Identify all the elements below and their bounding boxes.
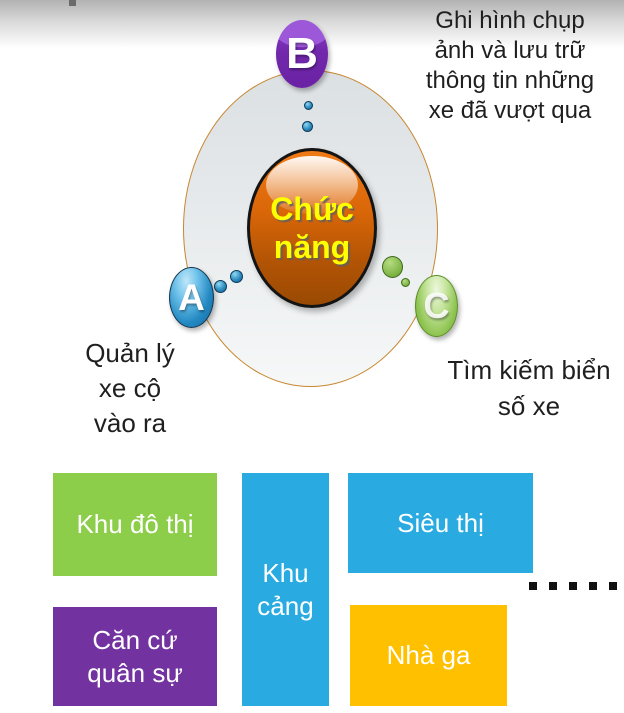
block-nha-ga: Nhà ga bbox=[350, 605, 507, 706]
node-bubble-b: B bbox=[276, 20, 328, 88]
label-node-a: Quản lý xe cộ vào ra bbox=[85, 338, 175, 438]
node-bubble-c: C bbox=[415, 275, 458, 337]
trail-dot-b-large bbox=[302, 121, 313, 132]
trail-dot-a-small bbox=[214, 280, 227, 293]
ellipsis-dot bbox=[549, 582, 557, 590]
ellipsis-dot bbox=[609, 582, 617, 590]
ellipsis-dot bbox=[569, 582, 577, 590]
trail-dot-c-small bbox=[401, 278, 410, 287]
node-letter-b: B bbox=[286, 29, 318, 78]
trail-dot-c-large bbox=[382, 256, 403, 278]
label-node-b: Ghi hình chụp ảnh và lưu trữ thông tin n… bbox=[425, 7, 595, 124]
block-nha-ga-label: Nhà ga bbox=[386, 640, 471, 670]
block-sieu-thi-label: Siêu thị bbox=[397, 507, 484, 538]
continuation-ellipsis bbox=[529, 582, 617, 590]
ellipsis-dot bbox=[589, 582, 597, 590]
cropped-text-artifact bbox=[69, 0, 76, 6]
trail-dot-b-small bbox=[304, 101, 313, 110]
block-khu-do-thi: Khu đô thị bbox=[53, 473, 217, 576]
node-letter-c: C bbox=[423, 285, 450, 326]
block-khu-cang: Khu cảng bbox=[242, 473, 329, 706]
block-can-cu-quan-su: Căn cứ quân sự bbox=[53, 607, 217, 706]
block-can-cu-quan-su-label: Căn cứ quân sự bbox=[87, 624, 183, 688]
block-khu-do-thi-label: Khu đô thị bbox=[76, 509, 194, 539]
node-bubble-a: A bbox=[169, 267, 214, 328]
label-node-c: Tìm kiếm biển số xe bbox=[447, 355, 611, 421]
function-center-ellipse: Chức năng bbox=[247, 148, 377, 308]
node-letter-a: A bbox=[178, 276, 205, 318]
trail-dot-a-large bbox=[230, 270, 243, 283]
block-sieu-thi: Siêu thị bbox=[348, 473, 533, 573]
center-label: Chức năng bbox=[270, 191, 354, 265]
ellipsis-dot bbox=[529, 582, 537, 590]
block-khu-cang-label: Khu cảng bbox=[257, 557, 314, 621]
